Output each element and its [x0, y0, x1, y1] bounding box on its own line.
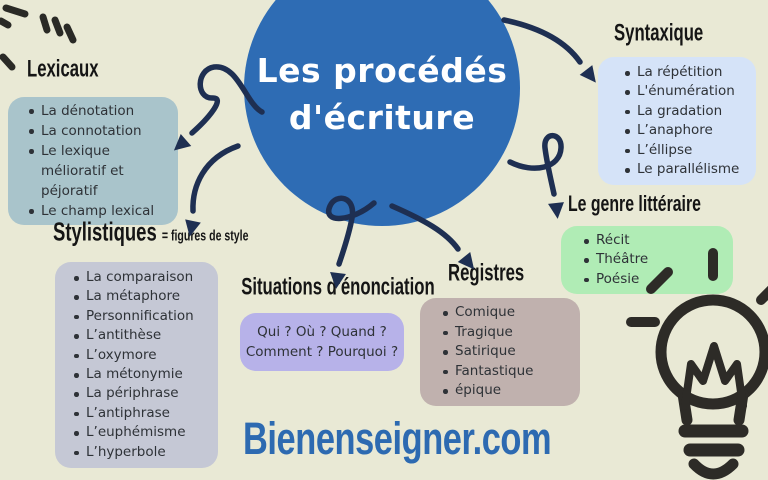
list-item: Tragique: [440, 323, 576, 343]
situations-question-line: Comment ? Pourquoi ?: [245, 344, 399, 360]
list-item: Le parallélisme: [622, 160, 752, 179]
arrow-to-genre: [507, 132, 564, 197]
genre-heading: Le genre littéraire: [568, 190, 701, 216]
list-item: Satirique: [440, 342, 576, 362]
stylistiques-heading: Stylistiques = figures de style: [53, 218, 249, 247]
genre-list: Récit Théâtre Poésie: [581, 231, 729, 289]
list-item: La répétition: [622, 63, 752, 82]
list-item: La gradation: [622, 102, 752, 121]
situations-question-line: Qui ? Où ? Quand ?: [257, 324, 387, 340]
situations-box: Qui ? Où ? Quand ? Comment ? Pourquoi ?: [240, 313, 404, 371]
list-item: La métaphore: [71, 287, 214, 306]
list-item: La comparaison: [71, 268, 214, 287]
lexicaux-heading: Lexicaux: [27, 56, 99, 83]
list-item: L’antiphrase: [71, 404, 214, 423]
stylistiques-list: La comparaison La métaphore Personnifica…: [71, 268, 214, 462]
list-item: L’éllipse: [622, 141, 752, 160]
stylistiques-heading-suffix: = figures de style: [161, 226, 249, 245]
list-item: L’hyperbole: [71, 443, 214, 462]
central-topic-title-line1: Les procédés: [256, 51, 508, 90]
central-topic-circle: Les procédés d'écriture: [244, 0, 520, 226]
list-item: La dénotation: [26, 101, 172, 121]
arrow-to-stylistiques: [190, 143, 241, 214]
situations-heading: Situations d'énonciation: [241, 274, 435, 301]
list-item: L’antithèse: [71, 326, 214, 345]
list-item: Le champ lexical: [26, 201, 172, 221]
syntaxique-box: La répétition L'énumération La gradation…: [598, 57, 756, 186]
genre-box: Récit Théâtre Poésie: [561, 226, 733, 294]
list-item: Le lexique mélioratif et péjoratif: [26, 141, 172, 201]
central-topic-title-line2: d'écriture: [288, 98, 476, 137]
stylistiques-box: La comparaison La métaphore Personnifica…: [55, 262, 218, 469]
list-item: épique: [440, 381, 576, 401]
list-item: La connotation: [26, 121, 172, 141]
syntaxique-heading: Syntaxique: [614, 20, 704, 47]
list-item: L’oxymore: [71, 346, 214, 365]
lexicaux-box: La dénotation La connotation Le lexique …: [8, 97, 178, 225]
registres-heading: Registres: [448, 260, 525, 287]
list-item: L’anaphore: [622, 121, 752, 140]
lexicaux-list: La dénotation La connotation Le lexique …: [26, 101, 172, 221]
list-item: Théâtre: [581, 250, 729, 269]
syntaxique-list: La répétition L'énumération La gradation…: [622, 63, 752, 179]
list-item: Comique: [440, 303, 576, 323]
list-item: Poésie: [581, 270, 729, 289]
list-item: L’euphémisme: [71, 423, 214, 442]
registres-list: Comique Tragique Satirique Fantastique é…: [440, 303, 576, 401]
list-item: Récit: [581, 231, 729, 250]
list-item: La métonymie: [71, 365, 214, 384]
list-item: Fantastique: [440, 362, 576, 382]
list-item: La périphrase: [71, 384, 214, 403]
list-item: Personnification: [71, 307, 214, 326]
list-item: L'énumération: [622, 82, 752, 101]
website-text: Bienenseigner.com: [243, 414, 552, 465]
registres-box: Comique Tragique Satirique Fantastique é…: [420, 298, 580, 406]
